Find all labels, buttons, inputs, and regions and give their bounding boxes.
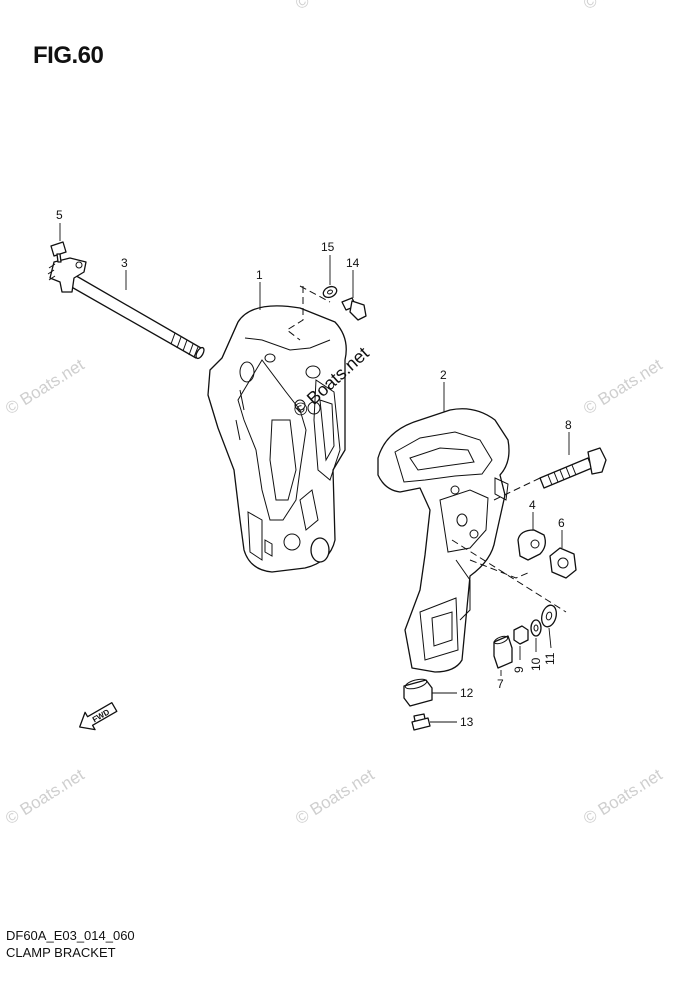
callout-14: 14: [346, 256, 360, 270]
part-bolt-13: [411, 713, 431, 731]
part-washer-15: [322, 285, 338, 299]
callout-10: 10: [529, 657, 543, 671]
callout-2: 2: [440, 368, 447, 382]
callout-7: 7: [497, 677, 504, 691]
watermark-top-center: © Boats.net: [292, 0, 378, 13]
part-small-nut: [513, 625, 529, 645]
callout-leaders: [59, 223, 570, 723]
assembly-dashline-2b: [469, 559, 531, 579]
figure-model-code: DF60A_E03_014_060: [6, 928, 135, 943]
part-clamp-bracket-right: [377, 408, 510, 673]
forward-arrow-icon: FWD: [79, 702, 118, 731]
part-washer-10: [530, 619, 542, 637]
watermark-right-lower: © Boats.net: [580, 765, 666, 828]
callout-3: 3: [121, 256, 128, 270]
callout-numbers: 5 3 1 15 14 2 8 4 6 7 9 10 11 12 13: [56, 208, 572, 729]
assembly-dashline-1: [286, 286, 304, 341]
callout-8: 8: [565, 418, 572, 432]
part-bolt-small: [50, 241, 67, 263]
callout-12: 12: [460, 686, 474, 700]
part-collar: [493, 635, 513, 669]
watermark-right-upper: © Boats.net: [580, 355, 666, 418]
assembly-dashline-2c: [493, 477, 541, 501]
watermark-center-lower: © Boats.net: [292, 765, 378, 828]
part-clamp-bracket-left: [207, 305, 347, 573]
callout-6: 6: [558, 516, 565, 530]
callout-11: 11: [543, 652, 557, 665]
callout-15: 15: [321, 240, 335, 254]
figure-name: CLAMP BRACKET: [6, 945, 116, 960]
figure-title: FIG.60: [33, 42, 104, 69]
callout-1: 1: [256, 268, 263, 282]
assembly-dashline-2: [451, 539, 567, 613]
part-washer-11: [541, 604, 557, 628]
part-bolt-14: [341, 297, 367, 321]
callout-9: 9: [512, 666, 526, 673]
part-long-bolt: [539, 447, 607, 489]
watermark-top-right: © Boats.net: [580, 0, 666, 13]
part-plate: [517, 529, 546, 561]
watermark-left-lower: © Boats.net: [2, 765, 88, 828]
part-cushion: [403, 678, 433, 707]
assembly-dashline-1b: [299, 285, 331, 303]
watermark-left-upper: © Boats.net: [2, 355, 88, 418]
part-nut: [549, 547, 577, 579]
callout-4: 4: [529, 498, 536, 512]
part-tilt-tube: [47, 257, 205, 360]
callout-13: 13: [460, 715, 474, 729]
callout-5: 5: [56, 208, 63, 222]
